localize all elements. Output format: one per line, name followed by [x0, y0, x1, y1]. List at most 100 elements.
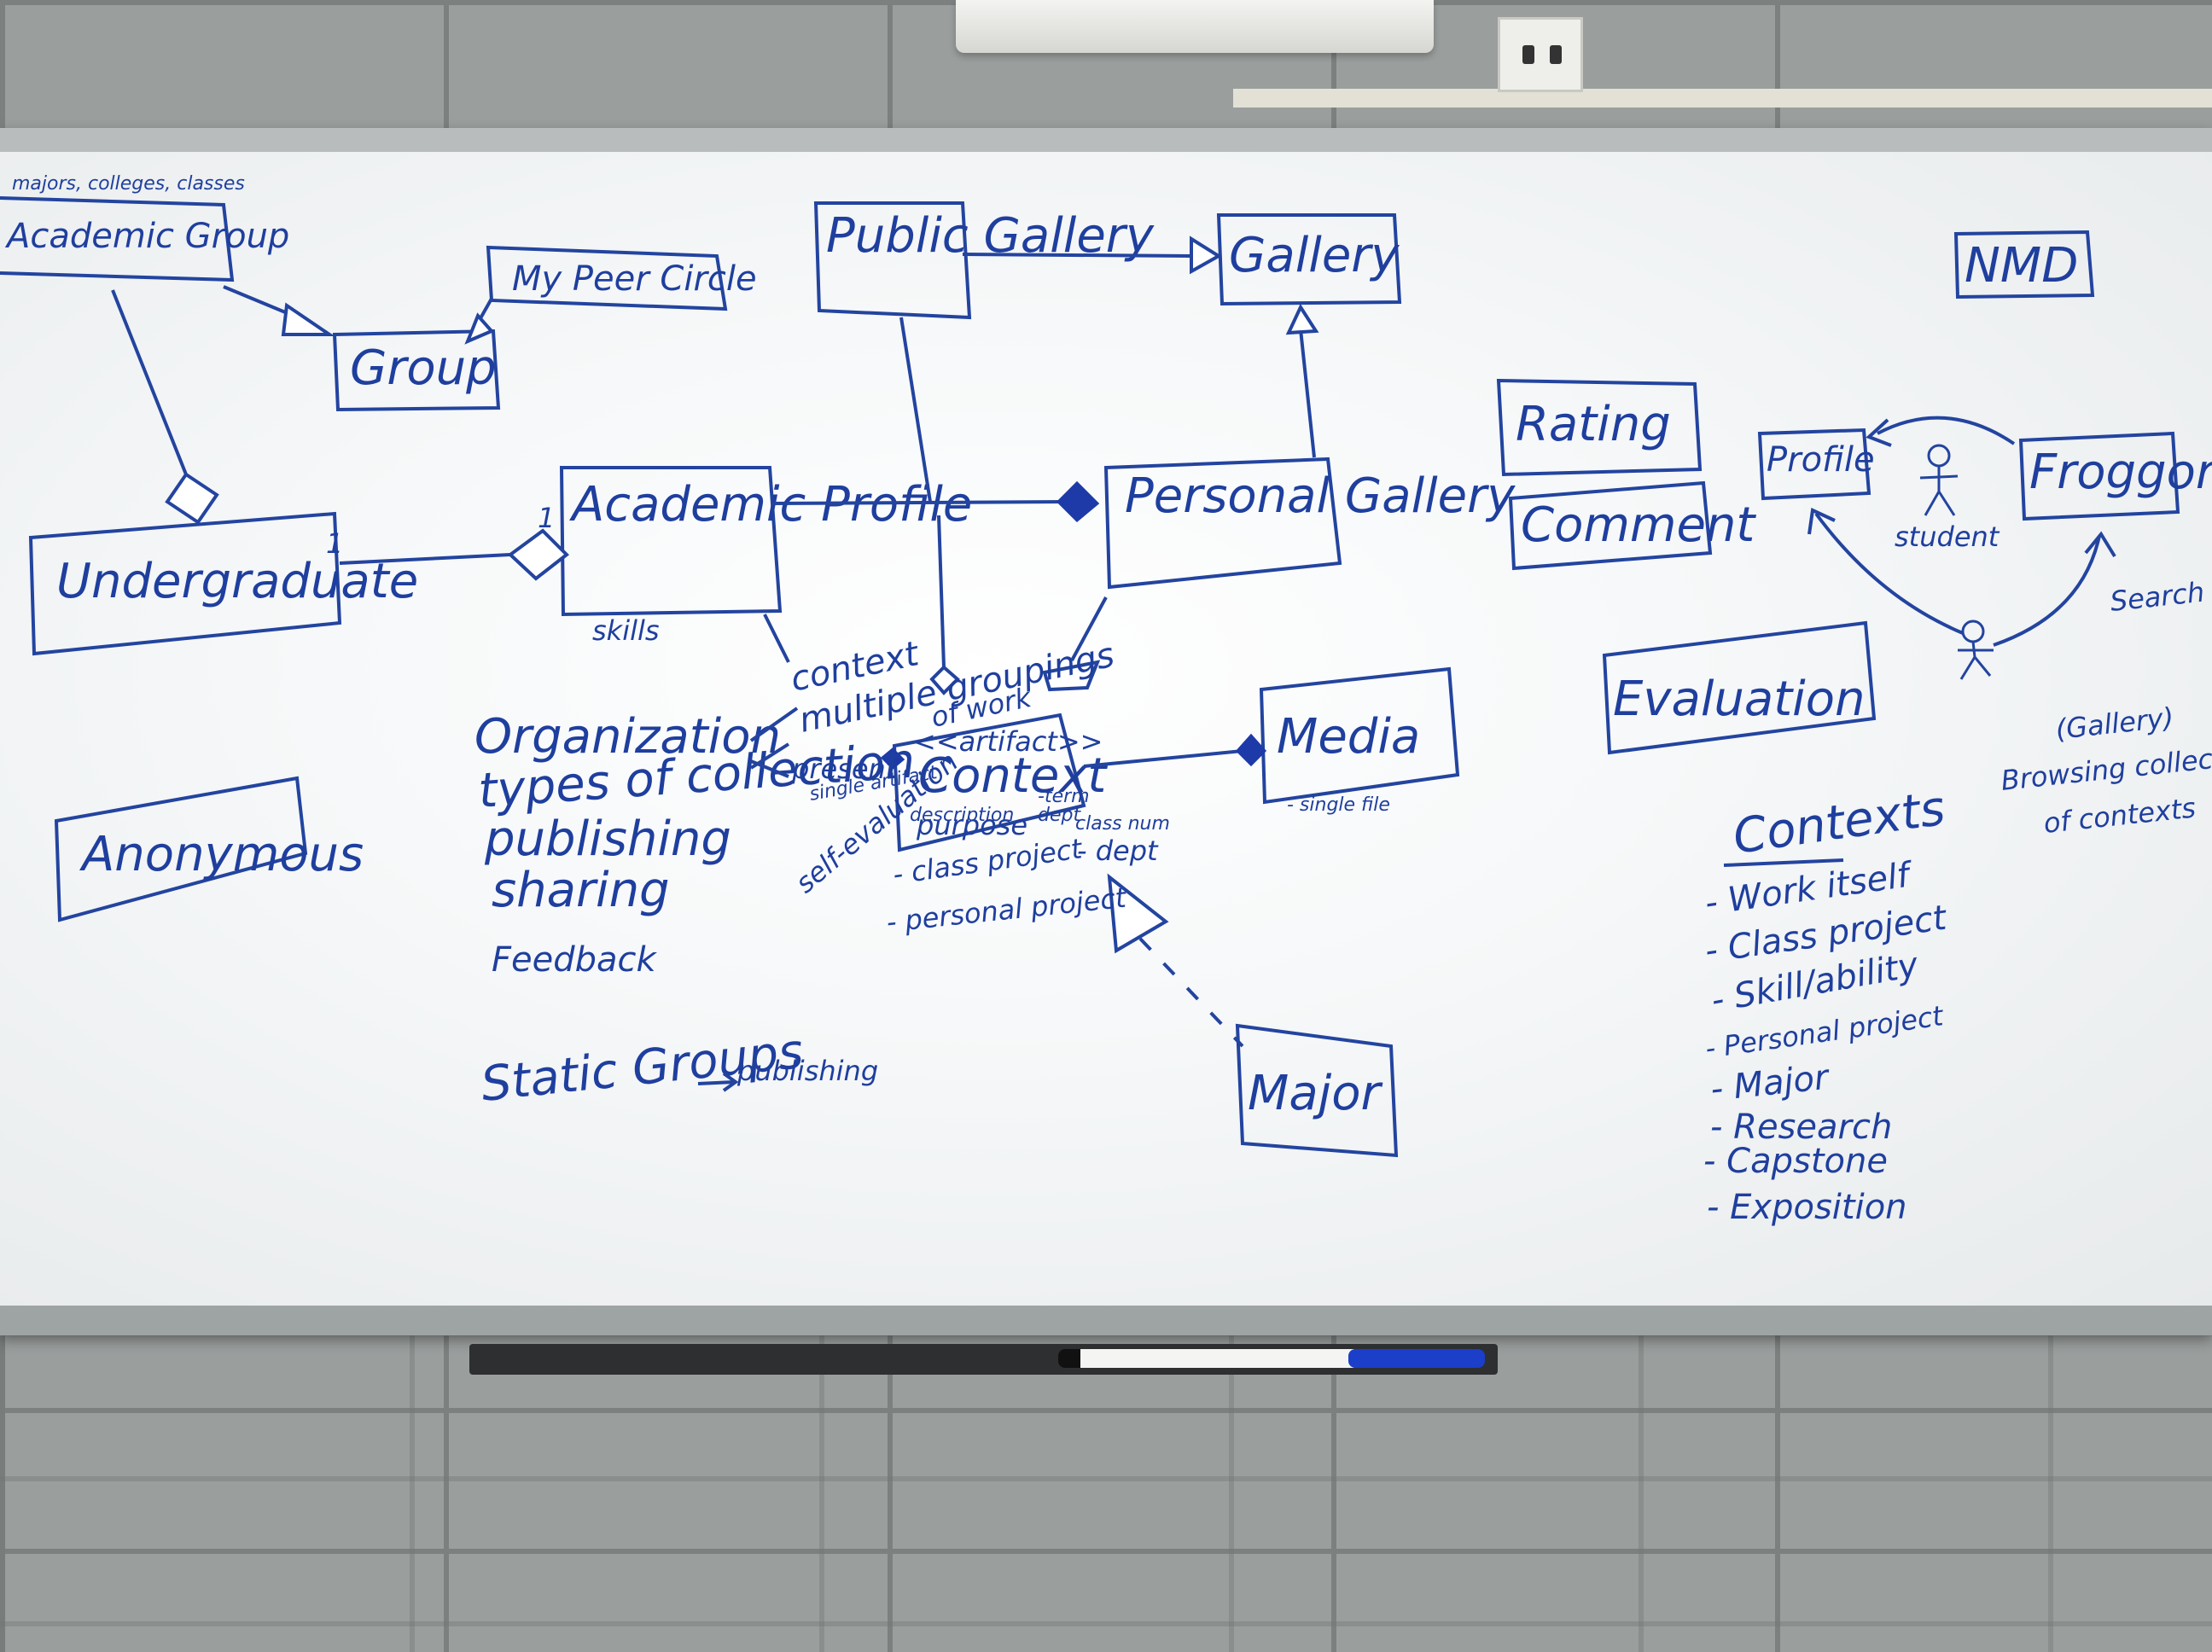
context-label: Context [918, 748, 1108, 804]
academic-group-to-undergraduate [111, 289, 188, 475]
student-label: student [1895, 521, 2000, 553]
media-box [1259, 666, 1460, 805]
comment-box [1508, 480, 1713, 571]
feature-feedback: Feedback [492, 940, 658, 980]
undergraduate-to-academic-profile [339, 553, 511, 565]
contexts-item-major: - Major [1708, 1057, 1832, 1108]
personal-gallery-label: Personal Gallery [1125, 468, 1516, 524]
present-note: present [791, 753, 898, 785]
search-nmd-label: Search NMD [2109, 568, 2212, 618]
gallery-inheritance-arrow-a [1190, 236, 1222, 275]
blue-marker [1348, 1349, 1485, 1368]
context-to-media [1083, 749, 1243, 768]
aggregation-diamond-academic-profile [507, 528, 570, 581]
academic-group-note: majors, colleges, classes [12, 173, 245, 195]
group-box [332, 329, 501, 412]
froggor-label: Froggor [2029, 445, 2212, 500]
media-label: Media [1277, 709, 1420, 765]
contexts-item-capstone: - Capstone [1703, 1142, 1888, 1181]
personal-gallery-to-context [1070, 596, 1108, 661]
visitor-actor [1958, 620, 1994, 680]
gallery-paren-label: (Gallery) [2054, 701, 2175, 746]
composition-diamond-media [1235, 733, 1267, 767]
power-outlet [1498, 17, 1583, 92]
lower-wall [0, 1331, 2212, 1652]
student-actor [1919, 444, 1959, 516]
context-box [892, 713, 1086, 852]
rating-label: Rating [1516, 397, 1671, 452]
froggor-to-profile-arrow [1877, 416, 2016, 445]
term-note: -term [1038, 786, 1090, 807]
gallery-label: Gallery [1229, 228, 1400, 283]
feature-organization: Organization [474, 709, 781, 765]
dept-note-a: dept [1038, 805, 1081, 826]
rating-box [1496, 378, 1703, 477]
composition-diamond-personal-gallery [1056, 480, 1100, 523]
profile-box [1757, 428, 1871, 501]
evaluation-box [1602, 620, 1877, 755]
whiteboard-surface [0, 152, 2212, 1306]
static-groups-arrow [697, 1072, 739, 1092]
visitor-to-profile-head [1807, 508, 1836, 535]
academic-group-label: Academic Group [4, 217, 289, 256]
groupings-vertical [937, 515, 946, 668]
nmd-box [1953, 230, 2095, 300]
peer-circle-label: My Peer Circle [512, 259, 757, 299]
contexts-underline [1723, 858, 1844, 867]
visitor-to-froggor-arrow [1993, 535, 2101, 647]
profile-label: Profile [1767, 440, 1875, 480]
of-contexts-label: of contexts [2042, 791, 2197, 839]
major-dependency-line [1138, 937, 1244, 1048]
multiplicity-one-a: 1 [326, 527, 343, 560]
major-label: Major [1248, 1066, 1382, 1121]
academic-group-box [0, 196, 235, 282]
class-num-note: class num [1075, 813, 1170, 835]
dept-note-b: - dept [1077, 835, 1159, 867]
browsing-collect-label: Browsing collect [2000, 742, 2212, 797]
academic-profile-to-personal-gallery [771, 500, 1068, 505]
group-inheritance-arrow-b [464, 312, 495, 345]
gallery-inheritance-arrow-b [1285, 303, 1319, 335]
academic-profile-box [559, 466, 783, 617]
peer-circle-box [486, 245, 728, 311]
froggor-to-profile-head [1866, 418, 1892, 447]
personal-gallery-box [1103, 457, 1342, 590]
major-inheritance-arrow [1107, 873, 1169, 954]
visitor-to-froggor-head [2084, 531, 2116, 558]
ceiling-light-fixture [956, 0, 1434, 53]
contexts-item-research: - Research [1710, 1108, 1892, 1147]
description-note: description [910, 805, 1014, 826]
group-label: Group [350, 340, 497, 396]
composition-diamond-context [880, 747, 905, 771]
context-stereotype: <<artifact>> [913, 725, 1103, 758]
features-to-context-c [750, 759, 789, 778]
academic-profile-to-notes [763, 614, 790, 663]
black-marker [1058, 1349, 1251, 1368]
personal-gallery-to-gallery [1299, 329, 1316, 458]
purpose-note: purpose [916, 809, 1027, 841]
group-inheritance-arrow-a [281, 302, 335, 336]
static-groups-publishing: publishing [736, 1055, 878, 1087]
skills-annotation: skills [592, 614, 660, 647]
feature-publishing: publishing [484, 811, 731, 867]
wall-conduit [1233, 89, 2212, 108]
visitor-to-profile-arrow [1814, 512, 1964, 635]
anonymous-box [54, 776, 308, 922]
anonymous-label: Anonymous [79, 827, 364, 882]
aggregation-diamond-undergraduate [165, 472, 219, 525]
public-gallery-down [899, 317, 932, 503]
contexts-item-exposition: - Exposition [1707, 1188, 1907, 1227]
multiplicity-one-b: 1 [538, 502, 555, 534]
public-gallery-to-gallery [962, 253, 1192, 258]
features-to-context-a [749, 707, 799, 742]
academic-profile-label: Academic Profile [569, 477, 972, 532]
comment-label: Comment [1521, 497, 1756, 553]
gallery-box [1216, 213, 1402, 306]
personal-project-note: - personal project [885, 881, 1129, 939]
public-gallery-box [813, 201, 972, 320]
contexts-list: - Work itself - Class project - Skill/ab… [1703, 855, 1950, 1227]
froggor-box [2018, 431, 2180, 521]
marker-tray [469, 1344, 1498, 1375]
major-box [1235, 1023, 1399, 1158]
